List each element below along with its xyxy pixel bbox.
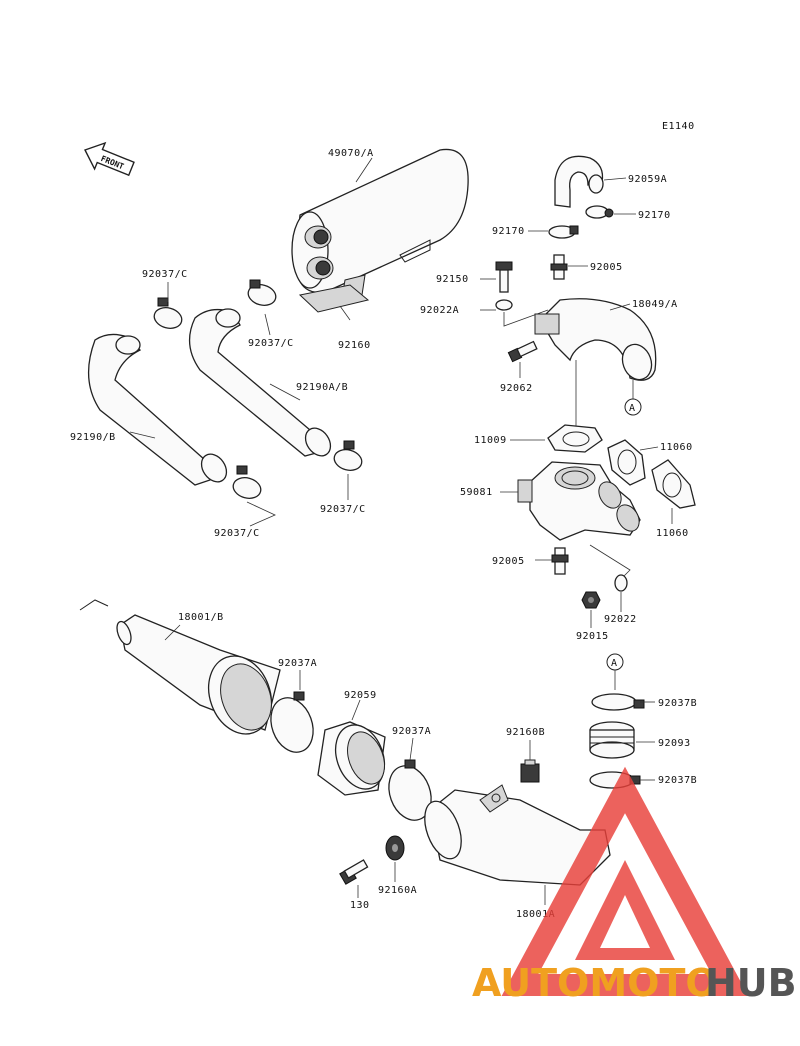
label-92015: 92015	[576, 631, 609, 642]
label-92160a: 92160A	[378, 885, 417, 896]
diagram-code: E1140	[662, 121, 695, 132]
label-92037a-1: 92037A	[278, 658, 317, 669]
watermark-text-hub: HUB	[705, 961, 797, 1005]
clamp-92037c-1	[153, 297, 183, 329]
pipe-18049a	[534, 298, 657, 381]
label-92037c-3: 92037/C	[214, 528, 260, 539]
label-92037b-lower: 92037B	[658, 775, 697, 786]
clamp-92037a-2	[388, 759, 432, 821]
label-18001b: 18001/B	[178, 612, 224, 623]
label-92170-left: 92170	[492, 226, 525, 237]
spacer-92160a	[385, 835, 405, 861]
callout-a-upper: A	[624, 398, 642, 416]
manifold-59081	[517, 461, 641, 541]
label-92062: 92062	[500, 383, 533, 394]
label-92093: 92093	[658, 738, 691, 749]
bolt-92062	[507, 340, 538, 363]
clamp-92170-left	[548, 225, 579, 239]
grommet-92160b	[520, 759, 540, 783]
clamp-92037b-upper	[591, 693, 645, 711]
gasket-11009	[547, 424, 603, 453]
hose-92190ab	[188, 308, 332, 457]
label-92037b-upper: 92037B	[658, 698, 697, 709]
clamp-92037c-3	[232, 465, 262, 499]
watermark-logo	[501, 766, 749, 996]
gasket-11060-upper	[607, 439, 646, 486]
label-11060-upper: 11060	[660, 442, 693, 453]
watermark-text-automoto: AUTOMOTO	[472, 961, 718, 1005]
label-92005-bottom: 92005	[492, 556, 525, 567]
sleeve-92093	[589, 721, 635, 759]
washer-92022	[614, 574, 628, 592]
clamp-92037c-2	[247, 279, 277, 306]
label-92037c-4: 92037/C	[320, 504, 366, 515]
label-18049a: 18049/A	[632, 299, 678, 310]
label-59081: 59081	[460, 487, 493, 498]
label-92059: 92059	[344, 690, 377, 701]
clamp-92170-right	[585, 205, 614, 219]
label-11009: 11009	[474, 435, 507, 446]
label-92037a-2: 92037A	[392, 726, 431, 737]
front-arrow-icon: FRONT	[84, 141, 135, 177]
label-92150: 92150	[436, 274, 469, 285]
washer-92022a	[495, 299, 513, 311]
callout-a-upper-text: A	[629, 403, 636, 414]
clamp-92037a-1	[270, 691, 314, 753]
callout-a-lower-text: A	[611, 658, 618, 669]
nipple-92005-top	[550, 254, 568, 280]
bolt-92150	[495, 261, 513, 293]
label-92005-top: 92005	[590, 262, 623, 273]
bolt-130	[339, 859, 369, 885]
label-49070a: 49070/A	[328, 148, 374, 159]
label-92022a: 92022A	[420, 305, 459, 316]
label-92190ab: 92190A/B	[296, 382, 348, 393]
watermark-text: AUTOMOTO HUB	[472, 961, 797, 1005]
label-11060-lower: 11060	[656, 528, 689, 539]
label-92170-right: 92170	[638, 210, 671, 221]
label-92160b: 92160B	[506, 727, 545, 738]
callout-a-lower: A	[606, 653, 624, 671]
label-92037c-2: 92037/C	[248, 338, 294, 349]
label-92022: 92022	[604, 614, 637, 625]
cone-pipe-18001b	[79, 599, 281, 735]
clamp-92037c-4	[333, 440, 363, 471]
nut-92015	[581, 591, 601, 609]
label-130: 130	[350, 900, 370, 911]
pad-92160	[298, 284, 370, 313]
label-92160: 92160	[338, 340, 371, 351]
hose-92059a	[554, 155, 604, 208]
sleeve-92059	[317, 721, 386, 796]
hose-92190b	[87, 333, 228, 486]
label-92190b: 92190/B	[70, 432, 116, 443]
label-92059a: 92059A	[628, 174, 667, 185]
label-92037c-1: 92037/C	[142, 269, 188, 280]
label-18001a: 18001A	[516, 909, 555, 920]
gasket-11060-lower	[651, 459, 696, 509]
nipple-92005-bottom	[551, 547, 569, 575]
